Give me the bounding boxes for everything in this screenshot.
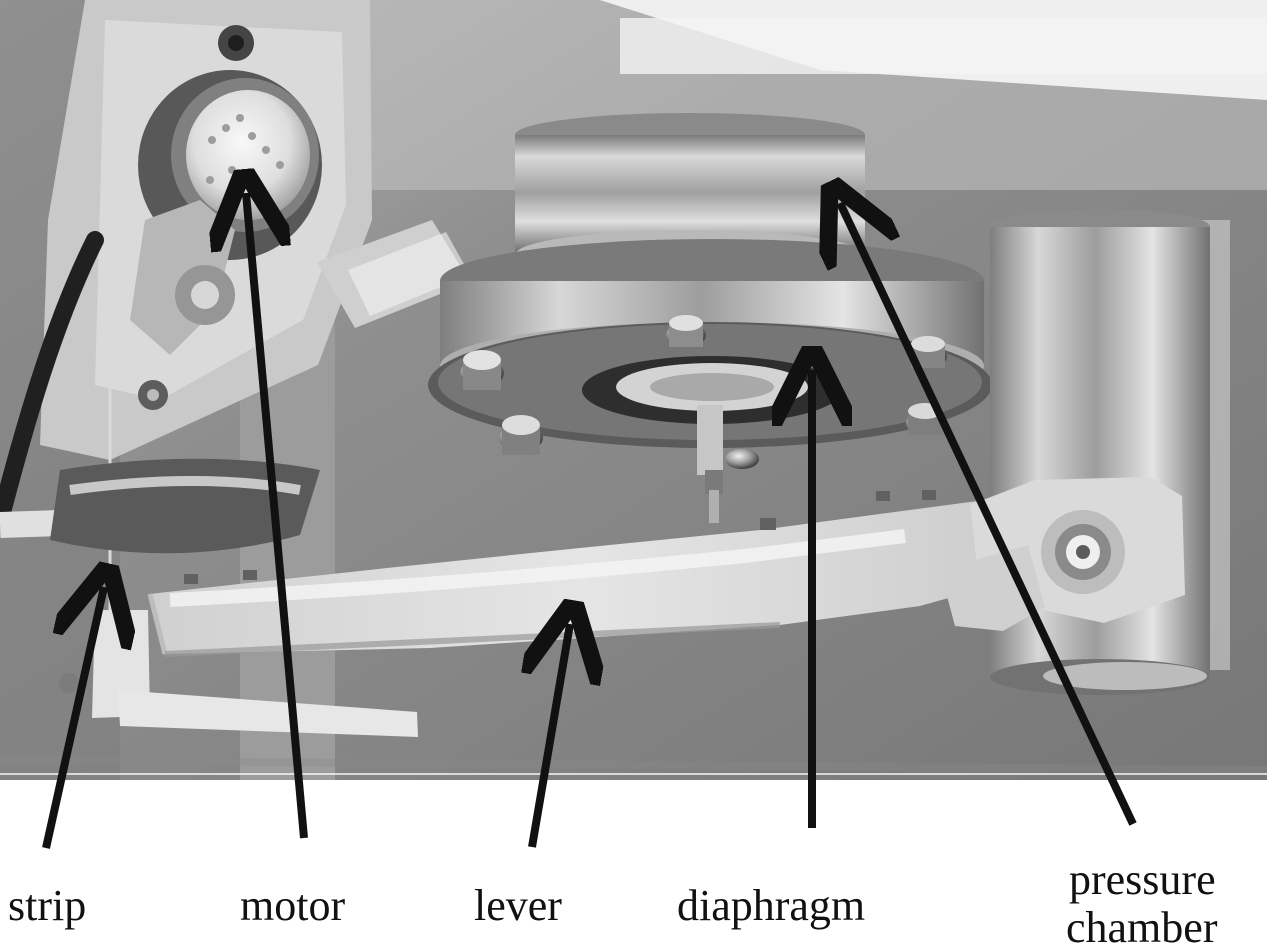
- pressure-chamber-label-line-2: chamber: [1066, 903, 1218, 952]
- lever-arrow: [532, 624, 570, 848]
- strip-arrow: [42, 587, 104, 849]
- motor-arrow: [246, 193, 308, 839]
- lever-label: lever: [474, 881, 562, 930]
- pressure-chamber-arrow: [840, 203, 1137, 826]
- motor-label: motor: [240, 881, 346, 930]
- strip-label: strip: [8, 881, 87, 930]
- pressure-chamber-label-line-1: pressure: [1069, 855, 1216, 904]
- diaphragm-label: diaphragm: [677, 881, 866, 930]
